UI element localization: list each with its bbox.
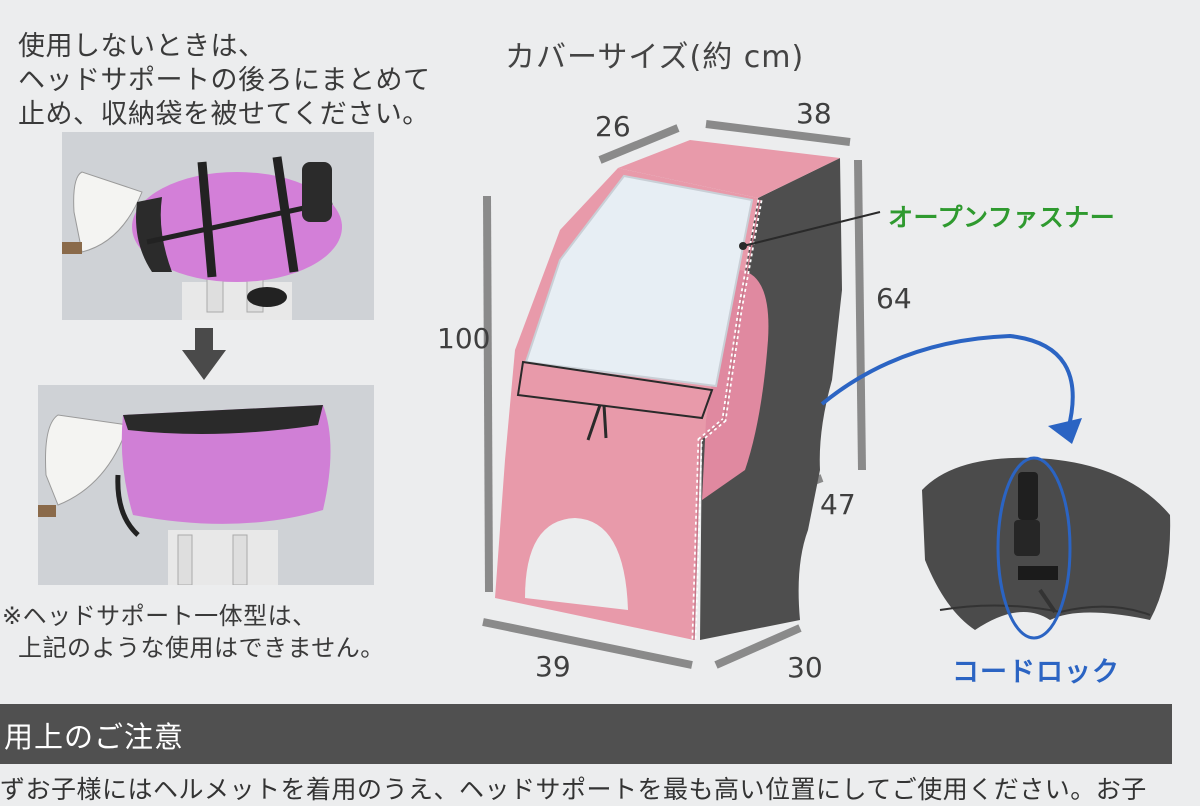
dim-bottom-left: 39 [535, 650, 571, 683]
dim-bar-bottom-right [714, 624, 802, 669]
note-line-1: ※ヘッドサポート一体型は、 [2, 602, 317, 630]
dim-bar-right [854, 159, 866, 471]
intro-line-1: 使用しないときは、 [18, 31, 266, 62]
photo-folded-cover [62, 132, 374, 320]
intro-line-2: ヘッドサポートの後ろにまとめて [18, 65, 431, 96]
cord-arrow-icon [820, 333, 1075, 431]
intro-text: 使用しないときは、 ヘッドサポートの後ろにまとめて 止め、収納袋を被せてください… [18, 30, 431, 132]
dim-top-right: 38 [796, 97, 832, 130]
zipper-label: オープンファスナー [888, 203, 1116, 232]
dim-side-lower: 47 [820, 488, 856, 521]
caution-body-text: ずお子様にはヘルメットを着用のうえ、ヘッドサポートを最も高い位置にしてご使用くだ… [0, 775, 1147, 804]
cord-lock-highlight [996, 456, 1072, 640]
caution-heading: 用上のご注意 [4, 720, 185, 754]
dim-bottom-right: 30 [787, 651, 823, 684]
cover-top-panel [618, 140, 840, 198]
note-line-2: 上記のような使用はできません。 [18, 634, 385, 662]
photo-storage-bag [38, 385, 374, 585]
dim-bar-bottom-left [482, 618, 693, 669]
down-arrow-icon [182, 328, 226, 380]
zipper-pointer-line [742, 211, 881, 247]
dim-bar-left [483, 195, 493, 593]
dim-height-left: 100 [437, 322, 491, 355]
cover-size-title: カバーサイズ(約 cm) [505, 40, 805, 75]
cover-window-band [516, 360, 714, 420]
dim-height-right: 64 [876, 282, 912, 315]
caution-section-header: 用上のご注意 [0, 704, 1172, 764]
dim-top-left: 26 [595, 110, 631, 143]
dim-bar-top-right [705, 120, 851, 146]
cover-leg-opening [525, 518, 628, 610]
cover-front-window [524, 174, 754, 388]
cord-lock-label: コードロック [952, 657, 1120, 688]
dim-bar-top-left [598, 124, 680, 164]
note-text: ※ヘッドサポート一体型は、 上記のような使用はできません。 [2, 600, 385, 664]
intro-line-3: 止め、収納袋を被せてください。 [18, 99, 430, 130]
cord-lock-detail [922, 457, 1171, 630]
